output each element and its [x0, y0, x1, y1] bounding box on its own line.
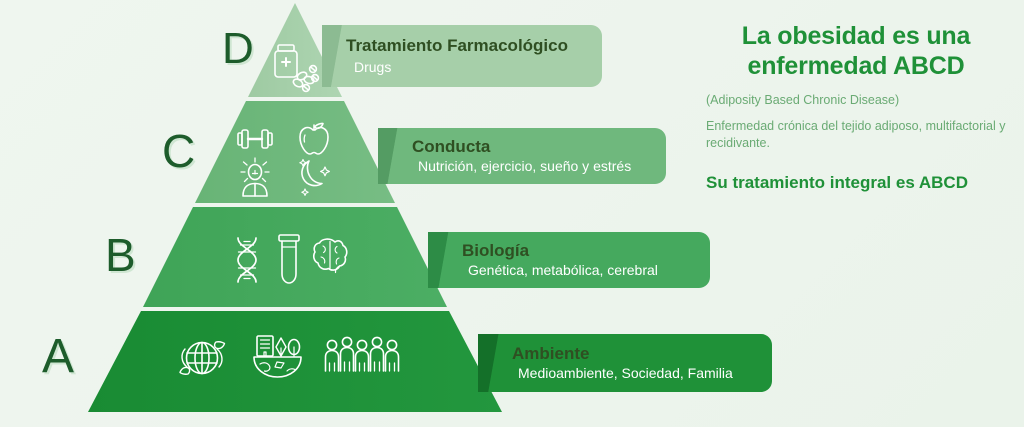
tier-shape-d: [248, 3, 342, 97]
panel-description: Enfermedad crónica del tejido adiposo, m…: [706, 119, 1006, 150]
tier-shape-b: [143, 207, 447, 307]
panel-headline: La obesidad es una enfermedad ABCD: [741, 22, 971, 80]
tier-label-c: Conducta Nutrición, ejercicio, sueño y e…: [378, 128, 666, 184]
panel-subtitle-english: (Adiposity Based Chronic Disease): [706, 93, 900, 107]
plate-shadow-c: [378, 128, 408, 184]
panel-treatment-statement: Su tratamiento integral es ABCD: [706, 172, 968, 192]
tier-letter-a: A: [42, 330, 75, 383]
tier-letter-b: B: [105, 229, 136, 281]
tier-letter-d: D: [222, 24, 254, 73]
tier-shape-a: [88, 311, 502, 412]
tier-title-c: Conducta: [412, 136, 491, 156]
tier-letter-c: C: [162, 125, 196, 177]
tier-label-b: Biología Genética, metabólica, cerebral: [428, 232, 710, 288]
tier-shape-c: [195, 101, 395, 203]
tier-label-a: Ambiente Medioambiente, Sociedad, Famili…: [478, 334, 772, 392]
tier-subtitle-c: Nutrición, ejercicio, sueño y estrés: [418, 158, 632, 175]
plate-shadow-d: [322, 25, 352, 87]
pyramid-diagram: D C B A Tratamiento Farmacológico Drugs …: [42, 3, 772, 412]
tier-subtitle-d: Drugs: [354, 58, 392, 75]
tier-subtitle-a: Medioambiente, Sociedad, Familia: [518, 365, 733, 382]
tier-label-d: Tratamiento Farmacológico Drugs: [322, 25, 602, 87]
tier-title-a: Ambiente: [512, 343, 590, 363]
plate-shadow-b: [428, 232, 460, 288]
tier-subtitle-b: Genética, metabólica, cerebral: [468, 262, 658, 279]
info-panel: La obesidad es una enfermedad ABCD (Adip…: [706, 22, 1006, 194]
tier-title-d: Tratamiento Farmacológico: [346, 36, 568, 56]
tier-title-b: Biología: [462, 240, 530, 260]
plate-shadow-a: [478, 334, 510, 392]
